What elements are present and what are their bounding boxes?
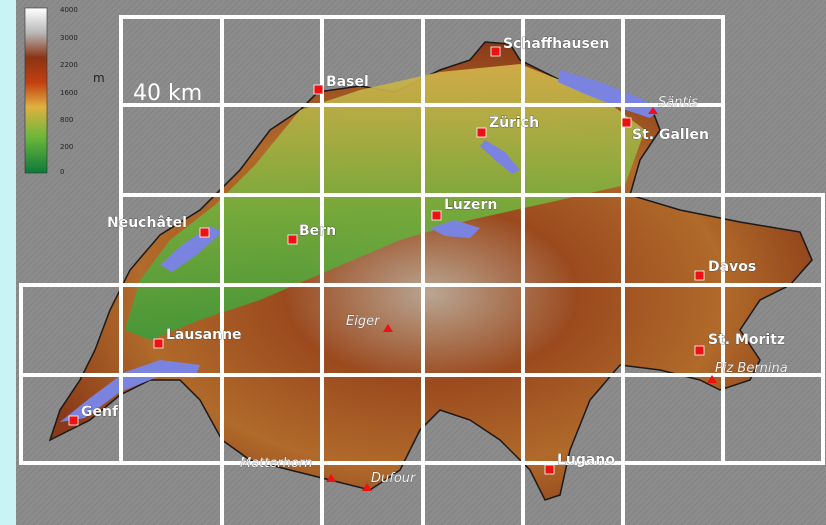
lake-zurich: [480, 140, 520, 174]
plateau-region: [125, 64, 645, 340]
city-label-schaffhausen: Schaffhausen: [503, 36, 609, 52]
city-marker-bern[interactable]: [287, 234, 298, 245]
legend-tick-2200: 2200: [60, 61, 78, 69]
city-label-lausanne: Lausanne: [166, 327, 242, 343]
legend-tick-3000: 3000: [60, 34, 78, 42]
city-label-bern: Bern: [299, 223, 336, 239]
city-label-genf: Genf: [81, 404, 119, 420]
peak-marker-piz-bernina[interactable]: [707, 375, 717, 383]
city-label-lugano: Lugano: [557, 452, 615, 468]
city-marker-st-gallen[interactable]: [621, 117, 632, 128]
city-marker-neuchatel[interactable]: [199, 227, 210, 238]
city-label-st-moritz: St. Moritz: [708, 332, 785, 348]
city-marker-luzern[interactable]: [431, 210, 442, 221]
grid-overlay: [19, 15, 825, 525]
peak-label-dufour: Dufour: [371, 471, 417, 486]
peak-marker-matterhorn[interactable]: [326, 474, 336, 482]
peak-label-eiger: Eiger: [346, 314, 381, 329]
peak-marker-santis[interactable]: [648, 107, 658, 114]
legend-tick-800: 800: [60, 116, 73, 124]
city-label-neuchatel: Neuchâtel: [107, 215, 187, 231]
city-label-davos: Davos: [708, 259, 756, 275]
legend-tick-200: 200: [60, 143, 73, 151]
city-marker-schaffhausen[interactable]: [490, 46, 501, 57]
legend-unit: m: [93, 71, 105, 85]
peak-marker-dufour[interactable]: [362, 483, 372, 491]
city-marker-genf[interactable]: [68, 415, 79, 426]
scale-label: 40 km: [133, 81, 202, 106]
lake-neuchatel: [160, 226, 222, 272]
legend-colorbar: [24, 7, 48, 174]
legend-tick-0: 0: [60, 168, 64, 176]
city-marker-davos[interactable]: [694, 270, 705, 281]
city-marker-lugano[interactable]: [544, 464, 555, 475]
city-marker-zurich[interactable]: [476, 127, 487, 138]
peak-label-matterhorn: Matterhorn: [240, 456, 313, 471]
city-label-zurich: Zürich: [489, 115, 539, 131]
city-label-st-gallen: St. Gallen: [632, 127, 709, 143]
city-marker-lausanne[interactable]: [153, 338, 164, 349]
city-markers: [68, 46, 705, 475]
lake-lucerne: [430, 220, 480, 238]
city-marker-st-moritz[interactable]: [694, 345, 705, 356]
elevation-legend: 4000 3000 2200 1600 800 200 0 m: [24, 6, 105, 176]
city-label-luzern: Luzern: [444, 197, 497, 213]
peak-marker-eiger[interactable]: [383, 324, 393, 332]
peak-label-santis: Säntis: [658, 95, 698, 110]
city-label-basel: Basel: [326, 74, 369, 90]
legend-tick-4000: 4000: [60, 6, 78, 14]
legend-tick-1600: 1600: [60, 89, 78, 97]
peak-markers: [326, 107, 717, 491]
city-marker-basel[interactable]: [313, 84, 324, 95]
peak-label-piz-bernina: Piz Bernina: [715, 361, 788, 376]
